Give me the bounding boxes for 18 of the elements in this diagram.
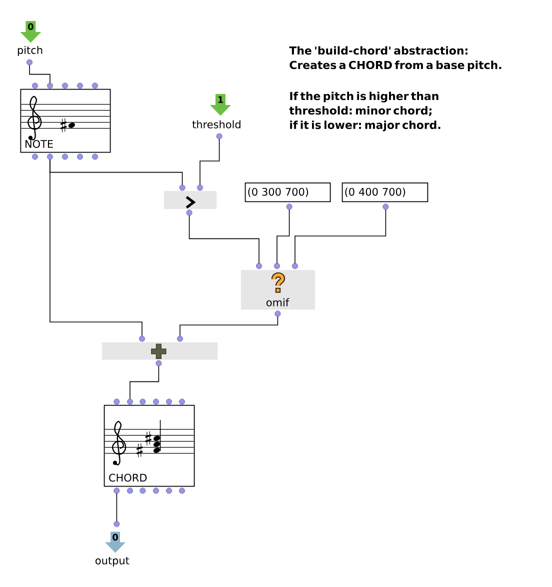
list-box: (0 400 700) bbox=[342, 182, 428, 202]
port-label: output bbox=[96, 556, 130, 566]
connector bbox=[200, 138, 220, 186]
connector bbox=[50, 159, 142, 336]
score-box: CHORD bbox=[104, 404, 195, 487]
function-box: omif bbox=[241, 270, 315, 310]
port-label: pitch bbox=[18, 46, 42, 56]
connector bbox=[180, 316, 278, 336]
connector bbox=[29, 64, 50, 84]
annotation-text: The 'build-chord' abstraction: Creates a CHORD from a base pitch. bbox=[289, 46, 502, 72]
port-label: threshold bbox=[192, 120, 240, 128]
list-box: (0 300 700) bbox=[244, 182, 331, 202]
annotation-text: If the pitch is higher than threshold: minor chord; if it is lower: major chord. bbox=[289, 92, 440, 132]
connector bbox=[188, 215, 260, 264]
connector bbox=[116, 493, 118, 522]
connector bbox=[276, 209, 290, 264]
connector bbox=[294, 209, 386, 264]
connector bbox=[130, 366, 160, 400]
